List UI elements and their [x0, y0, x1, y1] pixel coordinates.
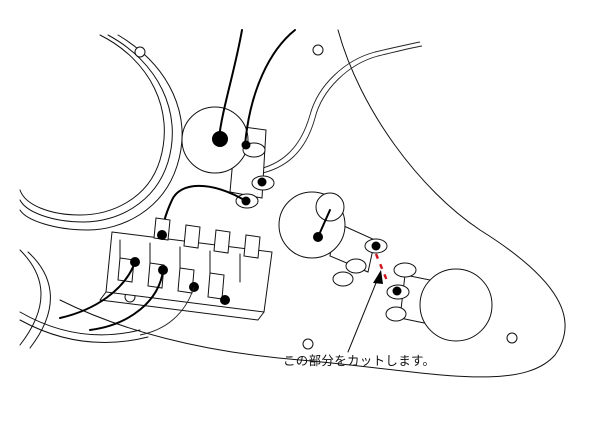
- tone1-lug-3: [332, 271, 354, 287]
- body-contours: [19, 34, 183, 349]
- tone2-lug-2: [386, 284, 410, 300]
- volume-lug-2: [251, 175, 275, 191]
- cut-mark: [374, 253, 390, 284]
- tone-pot-2: [385, 262, 493, 342]
- cut-annotation: この部分をカットします。: [283, 353, 436, 368]
- input-wires: [218, 29, 296, 146]
- tone2-lug-3: [385, 306, 407, 322]
- switch-pickup-wires: [59, 261, 195, 336]
- pickguard-outline: [59, 29, 566, 378]
- pointer-arrow: [347, 270, 383, 353]
- tone1-lug-1: [364, 238, 388, 254]
- ground-wire: [254, 41, 421, 171]
- tone2-lug-1: [393, 262, 417, 278]
- volume-pot: [181, 106, 275, 209]
- tone1-lug-2: [345, 258, 367, 274]
- switch-wire: [161, 184, 247, 237]
- tone-pot-1: [278, 191, 388, 287]
- selector-switch: [99, 217, 273, 321]
